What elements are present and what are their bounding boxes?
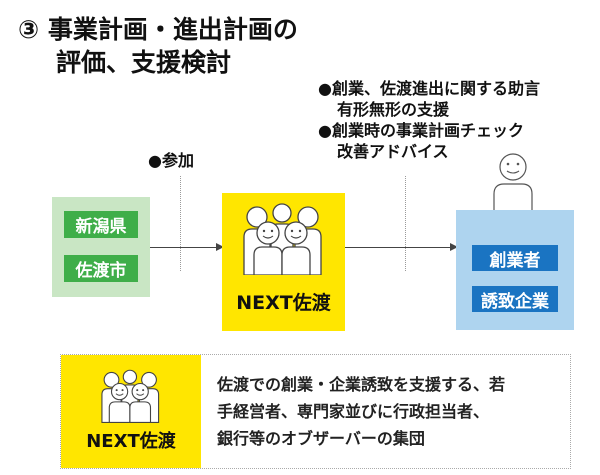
- description-line-2: 手経営者、専門家並びに行政担当者、: [217, 402, 490, 421]
- divider-left: [180, 176, 181, 271]
- support-bullet-2-cont: 改善アドバイス: [337, 142, 449, 161]
- entrepreneur-group: 創業者 誘致企業: [456, 210, 574, 330]
- page-title: ③ 事業計画・進出計画の 評価、支援検討: [18, 13, 298, 79]
- person-icon: [493, 153, 533, 214]
- description-line-1: 佐渡での創業・企業誘致を支援する、若: [217, 375, 506, 394]
- support-bullet-1: ●創業、佐渡進出に関する助言: [318, 79, 540, 98]
- participation-label: ●参加: [148, 151, 194, 170]
- support-bullet-2: ●創業時の事業計画チェック: [318, 121, 524, 140]
- support-bullet-1-cont: 有形無形の支援: [337, 100, 450, 119]
- people-group-icon: [243, 203, 322, 275]
- government-group: 新潟県 佐渡市: [52, 197, 150, 297]
- description-line-3: 銀行等のオブザーバーの集団: [217, 429, 425, 448]
- arrow-to-entrepreneurs: [345, 243, 458, 251]
- title-line-2: 評価、支援検討: [56, 48, 232, 77]
- niigata-prefecture-badge: 新潟県: [64, 211, 138, 238]
- legend-next-sado-label: NEXT佐渡: [86, 431, 176, 452]
- title-line-1: ③ 事業計画・進出計画の: [18, 15, 298, 44]
- sado-city-badge: 佐渡市: [64, 255, 138, 282]
- next-sado-label: NEXT佐渡: [236, 292, 331, 314]
- support-bullets: ●創業、佐渡進出に関する助言 有形無形の支援 ●創業時の事業計画チェック 改善ア…: [318, 78, 540, 162]
- legend-yellow-tile: NEXT佐渡: [61, 355, 201, 468]
- entrepreneur-badge: 創業者: [472, 245, 558, 271]
- people-group-icon: [101, 369, 160, 423]
- divider-right: [405, 176, 406, 271]
- next-sado-description-box: NEXT佐渡 佐渡での創業・企業誘致を支援する、若 手経営者、専門家並びに行政担…: [60, 354, 571, 469]
- next-sado-group: NEXT佐渡: [222, 193, 345, 331]
- arrow-to-next-sado: [150, 243, 224, 251]
- invited-company-badge: 誘致企業: [472, 286, 558, 312]
- next-sado-description: 佐渡での創業・企業誘致を支援する、若 手経営者、専門家並びに行政担当者、 銀行等…: [217, 371, 505, 452]
